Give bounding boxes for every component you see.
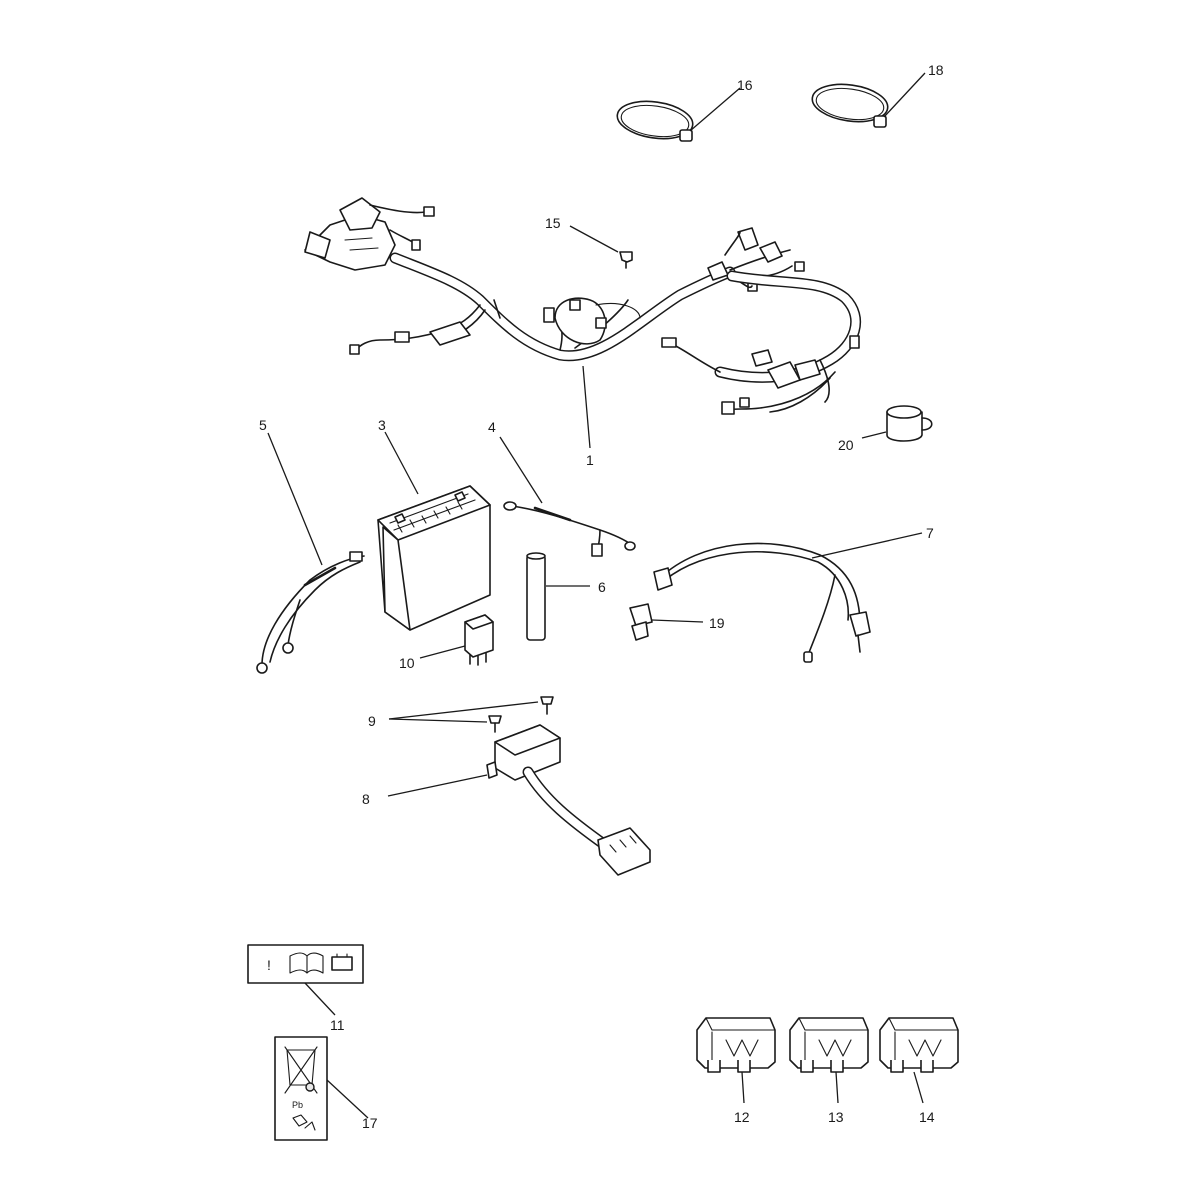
battery-lead-4: 4: [488, 419, 636, 557]
recycling-label-17: Pb 17: [274, 1036, 378, 1141]
callout-13: 13: [828, 1109, 844, 1125]
callout-20: 20: [838, 437, 854, 453]
cable-tie-16: 16: [616, 77, 753, 142]
battery-icon: [331, 956, 353, 971]
fuse-14: 14: [879, 1017, 959, 1125]
callout-17: 17: [362, 1115, 378, 1131]
callout-12: 12: [734, 1109, 750, 1125]
fuse-12: 12: [696, 1017, 776, 1125]
callout-15: 15: [545, 215, 561, 231]
callout-4: 4: [488, 419, 496, 435]
callout-10: 10: [399, 655, 415, 671]
battery-3: 3: [377, 417, 491, 631]
main-wiring-harness-1: 1: [304, 197, 862, 468]
fuse-13: 13: [789, 1017, 869, 1125]
battery-lead-5: 5: [256, 417, 365, 674]
callout-14: 14: [919, 1109, 935, 1125]
cable-tie-18: 18: [811, 62, 944, 128]
clip-15: 15: [545, 215, 633, 269]
callout-1: 1: [586, 452, 594, 468]
cap-20: 20: [838, 405, 933, 453]
book-icon: [289, 952, 324, 974]
callout-6: 6: [598, 579, 606, 595]
label-exclamation: !: [267, 957, 271, 973]
callout-3: 3: [378, 417, 386, 433]
pb-text: Pb: [292, 1100, 303, 1110]
recycle-icon: [292, 1114, 316, 1131]
callout-11: 11: [330, 1017, 345, 1033]
screws-9: 9: [368, 696, 554, 733]
warning-label-11: ! 11: [247, 944, 364, 1033]
callout-9: 9: [368, 713, 376, 729]
callout-19: 19: [709, 615, 725, 631]
callout-18: 18: [928, 62, 944, 78]
callout-7: 7: [926, 525, 934, 541]
lead-7: 7: [653, 525, 934, 663]
relay-10: 10: [399, 614, 494, 671]
callout-16: 16: [737, 77, 753, 93]
callout-8: 8: [362, 791, 370, 807]
callout-5: 5: [259, 417, 267, 433]
sleeve-tube-6: 6: [526, 552, 606, 641]
connector-19: 19: [629, 603, 725, 641]
regulator-8: 8: [362, 724, 651, 876]
